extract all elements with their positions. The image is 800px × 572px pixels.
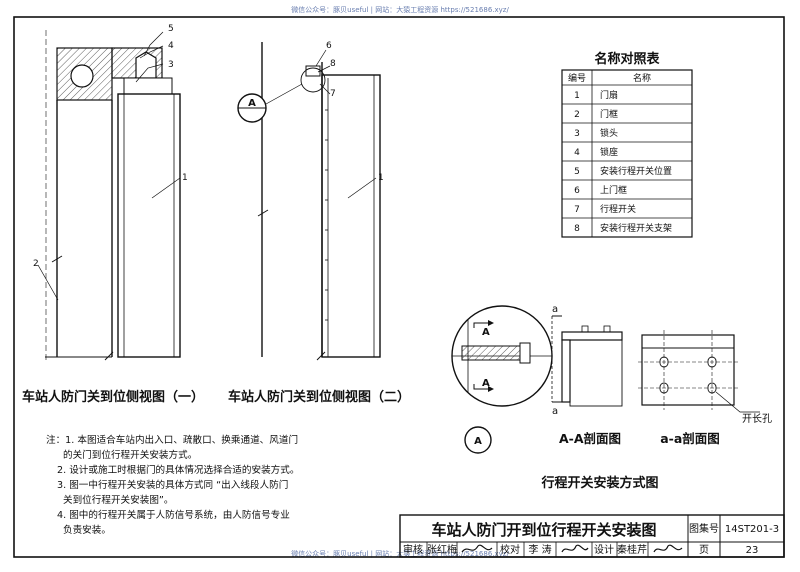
legend-row-name: 锁头 bbox=[600, 127, 618, 139]
note-line: 注：1. 本图适合车站内出入口、疏散口、换乘通道、风道门 bbox=[46, 434, 298, 446]
review-label: 审核 bbox=[403, 543, 423, 556]
section-AA: a a A-A剖面图 bbox=[551, 304, 623, 446]
legend-row-no: 3 bbox=[574, 129, 580, 139]
section-AA-title: A-A剖面图 bbox=[559, 431, 621, 446]
note-line: 4. 图中的行程开关属于人防信号系统，由人防信号专业 bbox=[57, 509, 290, 521]
legend-row-no: 7 bbox=[574, 205, 580, 215]
page-label: 页 bbox=[699, 544, 709, 556]
legend-row-no: 6 bbox=[574, 186, 580, 196]
detail-A: A A A bbox=[451, 305, 553, 454]
callout-1b: 1 bbox=[378, 173, 384, 183]
view1-title: 车站人防门关到位侧视图（一） bbox=[22, 389, 204, 405]
section-mark-A-top: A bbox=[482, 327, 490, 338]
side-view-1: 5 4 3 1 2 车站人防门关到位侧视图（一） bbox=[22, 24, 204, 405]
page-no: 23 bbox=[746, 545, 759, 556]
legend-title: 名称对照表 bbox=[594, 51, 660, 67]
legend-header-no: 编号 bbox=[568, 72, 586, 84]
legend-row-name: 锁座 bbox=[600, 146, 618, 158]
legend-row-no: 2 bbox=[574, 110, 580, 120]
legend-row-name: 门框 bbox=[600, 108, 618, 120]
legend-header-name: 名称 bbox=[633, 72, 651, 84]
legend-row-name: 安装行程开关支架 bbox=[600, 222, 672, 234]
reviewer-signature bbox=[461, 544, 493, 553]
section-mark-a-top: a bbox=[552, 304, 558, 315]
checker: 李 涛 bbox=[528, 543, 551, 556]
checker-signature bbox=[561, 544, 589, 553]
view2-title: 车站人防门关到位侧视图（二） bbox=[228, 389, 410, 405]
note-line: 2. 设计或施工时根据门的具体情况选择合适的安装方式。 bbox=[57, 464, 299, 476]
sheet-border bbox=[13, 16, 785, 558]
callout-8: 8 bbox=[330, 59, 336, 69]
hole-label: 开长孔 bbox=[742, 413, 772, 425]
legend-row-name: 门扇 bbox=[600, 89, 618, 101]
legend-row-no: 8 bbox=[574, 224, 580, 234]
detail-A-marker: A bbox=[474, 436, 482, 447]
atlas-label: 图集号 bbox=[689, 522, 719, 535]
door-leaf-2 bbox=[321, 74, 381, 358]
lock-base bbox=[123, 77, 173, 95]
lock-head bbox=[135, 51, 157, 79]
callout-1a: 1 bbox=[182, 173, 188, 183]
note-line: 3. 图一中行程开关安装的具体方式同 “出入线段人防门 bbox=[57, 479, 288, 491]
section-aa-title: a-a剖面图 bbox=[660, 431, 720, 446]
callout-4: 4 bbox=[168, 41, 174, 51]
detail-circle bbox=[300, 67, 326, 93]
install-title: 行程开关安装方式图 bbox=[540, 475, 658, 491]
notes: 注：1. 本图适合车站内出入口、疏散口、换乘通道、风道门 的关门到位行程开关安装… bbox=[46, 434, 299, 536]
note-line: 关到位行程开关安装图”。 bbox=[63, 494, 174, 506]
note-line: 负责安装。 bbox=[63, 524, 111, 536]
callout-2: 2 bbox=[33, 259, 39, 269]
callout-3: 3 bbox=[168, 60, 174, 70]
drawing-title: 车站人防门开到位行程开关安装图 bbox=[431, 521, 656, 539]
callout-7: 7 bbox=[330, 89, 336, 99]
check-label: 校对 bbox=[500, 543, 520, 556]
legend-row-no: 4 bbox=[574, 148, 580, 158]
callout-5: 5 bbox=[168, 24, 174, 34]
note-line: 的关门到位行程开关安装方式。 bbox=[63, 449, 197, 461]
section-mark-A-bottom: A bbox=[482, 378, 490, 389]
legend-row-name: 安装行程开关位置 bbox=[600, 165, 672, 177]
door-leaf-1 bbox=[117, 93, 181, 358]
legend-row-name: 行程开关 bbox=[600, 203, 636, 215]
side-view-2: A 6 8 7 1 车站人防门关到位侧视图（二） bbox=[228, 41, 410, 405]
legend-table: 名称对照表 编号 名称 1 门扇 2 门框 3 锁头 4 锁座 5 安装行程开关… bbox=[561, 51, 693, 238]
reviewer: 张红梅 bbox=[427, 543, 457, 556]
legend-row-no: 5 bbox=[574, 167, 580, 177]
title-block: 车站人防门开到位行程开关安装图 图集号 14ST201-3 审核 张红梅 校对 … bbox=[399, 514, 785, 558]
legend-row-no: 1 bbox=[574, 91, 580, 101]
design-label: 设计 bbox=[594, 543, 614, 556]
legend-row-name: 上门框 bbox=[600, 184, 627, 196]
section-aa: 开长孔 a-a剖面图 bbox=[638, 330, 772, 446]
designer-signature bbox=[653, 544, 683, 553]
section-mark-a-bottom: a bbox=[552, 406, 558, 417]
watermark-top: 微信公众号：豚贝useful | 网站：大猿工程资源 https://52168… bbox=[291, 5, 509, 14]
atlas-no: 14ST201-3 bbox=[725, 524, 779, 535]
lintel-pipe bbox=[70, 64, 94, 88]
designer: 秦桂芹 bbox=[617, 543, 647, 556]
detail-marker-A-label: A bbox=[248, 98, 256, 109]
callout-6: 6 bbox=[326, 41, 332, 51]
